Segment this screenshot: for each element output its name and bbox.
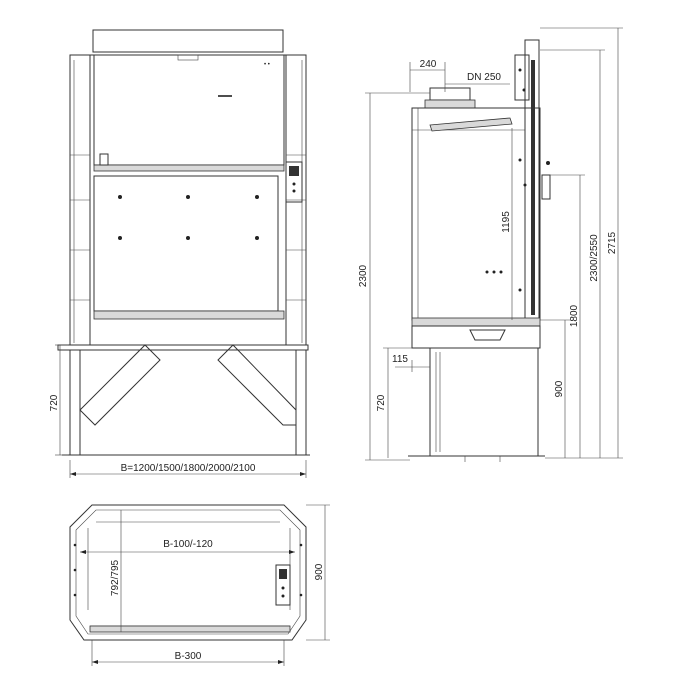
front-right-brace (217, 344, 297, 426)
plan-inner-depth-label: 792/795 (110, 559, 121, 596)
side-900-label: 900 (554, 380, 565, 397)
front-height-label: 720 (49, 394, 60, 411)
front-left-leg (69, 349, 81, 456)
front-cabinet (69, 54, 307, 346)
side-base-115-label: 115 (392, 354, 408, 365)
front-worktop (93, 310, 285, 320)
svg-text:• •: • • (264, 62, 270, 68)
side-base-cabinet (429, 347, 539, 457)
plan-control-panel (275, 564, 291, 606)
plan-front-rail (89, 625, 291, 633)
plan-depth-label: 900 (314, 563, 325, 580)
front-sash-bar (93, 164, 285, 172)
plan-bottom-width-label: B-300 (175, 651, 202, 662)
side-top-depth-label: 240 (420, 59, 437, 70)
side-base-720-label: 720 (376, 394, 387, 411)
plan-inner-width-label: B-100/-120 (163, 539, 213, 550)
side-view: 240 DN 250 2300 720 115 1195 900 1800 23… (358, 27, 623, 462)
front-top-frame (92, 29, 284, 53)
front-width-label: B=1200/1500/1800/2000/2100 (121, 463, 256, 474)
front-right-leg (295, 349, 307, 456)
front-left-brace (79, 344, 161, 426)
side-cabinet (411, 107, 541, 321)
plan-outline (69, 504, 307, 641)
side-1800-label: 1800 (569, 304, 580, 327)
side-duct-label: DN 250 (467, 72, 501, 83)
side-worktop (411, 317, 541, 327)
side-duct (429, 87, 471, 101)
side-2300-2550-label: 2300/2550 (589, 234, 600, 282)
front-view: • • 720 B=1200/15 (49, 29, 310, 478)
plan-view: B-100/-120 792/795 900 B-300 (69, 504, 330, 666)
side-mid-1195-label: 1195 (501, 211, 512, 233)
side-2715-label: 2715 (607, 231, 618, 254)
side-height-2300-label: 2300 (358, 264, 369, 287)
front-control-panel (285, 161, 303, 203)
